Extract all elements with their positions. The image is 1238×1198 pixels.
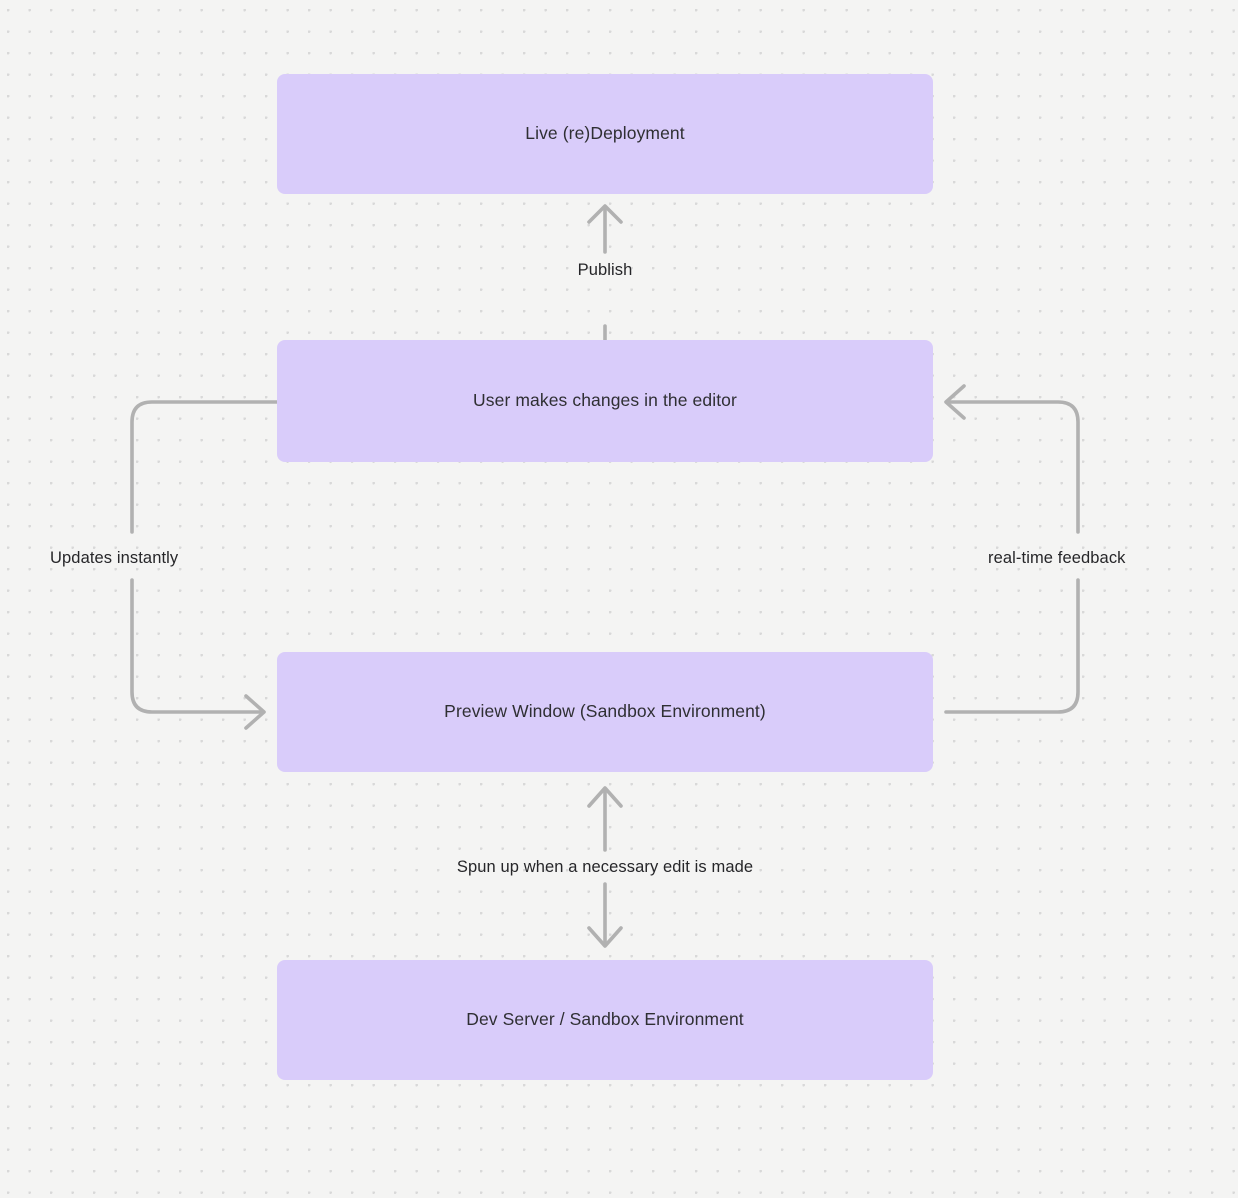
node-user-edits-label: User makes changes in the editor: [473, 390, 737, 411]
node-live-deployment[interactable]: Live (re)Deployment: [277, 74, 933, 194]
node-dev-server[interactable]: Dev Server / Sandbox Environment: [277, 960, 933, 1080]
node-preview-window-label: Preview Window (Sandbox Environment): [444, 701, 766, 722]
edge-label-spun-up: Spun up when a necessary edit is made: [456, 857, 754, 876]
edge-label-publish: Publish: [577, 260, 633, 279]
edge-label-real-time-feedback: real-time feedback: [988, 548, 1126, 567]
node-live-deployment-label: Live (re)Deployment: [525, 123, 685, 144]
node-dev-server-label: Dev Server / Sandbox Environment: [466, 1009, 744, 1030]
node-user-edits[interactable]: User makes changes in the editor: [277, 340, 933, 462]
edge-label-updates-instantly: Updates instantly: [50, 548, 179, 567]
node-preview-window[interactable]: Preview Window (Sandbox Environment): [277, 652, 933, 772]
